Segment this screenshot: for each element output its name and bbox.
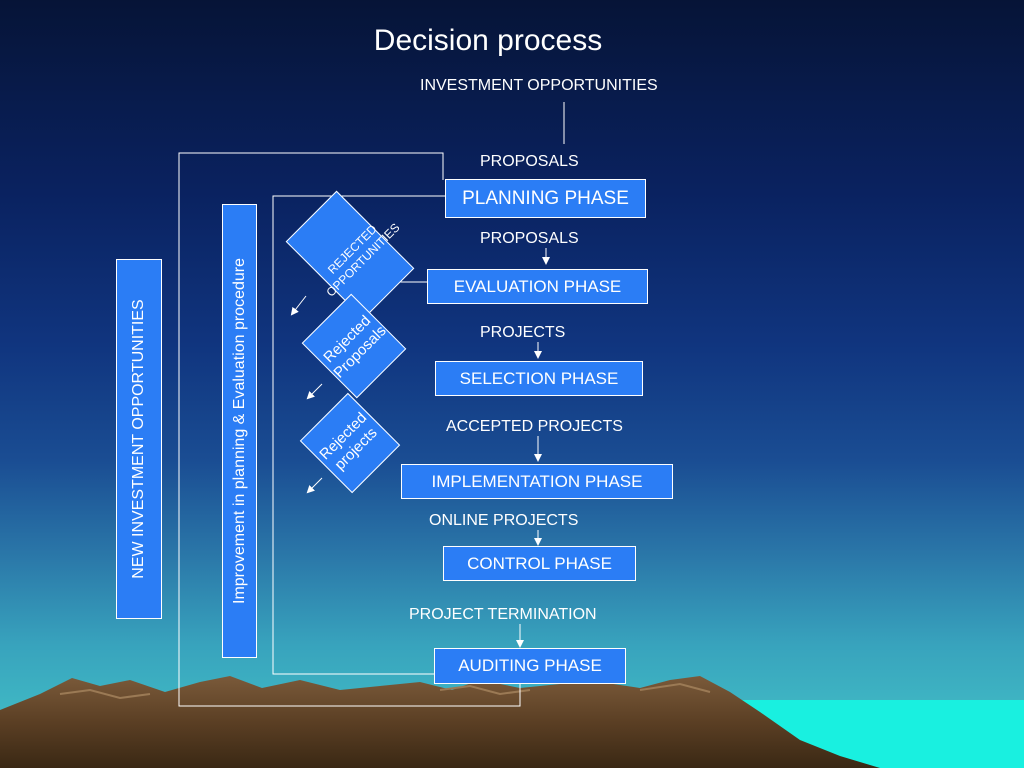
investment-opportunities-label: INVESTMENT OPPORTUNITIES <box>420 77 658 94</box>
flow-label-proposals-2: PROPOSALS <box>480 230 579 247</box>
flow-label-proposals-1: PROPOSALS <box>480 153 579 170</box>
new-investment-opportunities-box: NEW INVESTMENT OPPORTUNITIES <box>116 259 162 619</box>
flow-label-online-projects: ONLINE PROJECTS <box>429 512 579 529</box>
flow-label-project-termination: PROJECT TERMINATION <box>409 606 597 623</box>
page-title: Decision process <box>373 24 603 57</box>
selection-phase-box: SELECTION PHASE <box>435 361 643 396</box>
evaluation-phase-box: EVALUATION PHASE <box>427 269 648 304</box>
new-investment-opportunities-label: NEW INVESTMENT OPPORTUNITIES <box>130 299 147 579</box>
flow-label-accepted-projects: ACCEPTED PROJECTS <box>446 418 623 435</box>
flow-label-projects: PROJECTS <box>480 324 566 341</box>
improvement-procedure-label: Improvement in planning & Evaluation pro… <box>230 258 248 604</box>
control-phase-box: CONTROL PHASE <box>443 546 636 581</box>
auditing-phase-box: AUDITING PHASE <box>434 648 626 684</box>
implementation-phase-box: IMPLEMENTATION PHASE <box>401 464 673 499</box>
improvement-procedure-box: Improvement in planning & Evaluation pro… <box>222 204 257 658</box>
planning-phase-box: PLANNING PHASE <box>445 179 646 218</box>
